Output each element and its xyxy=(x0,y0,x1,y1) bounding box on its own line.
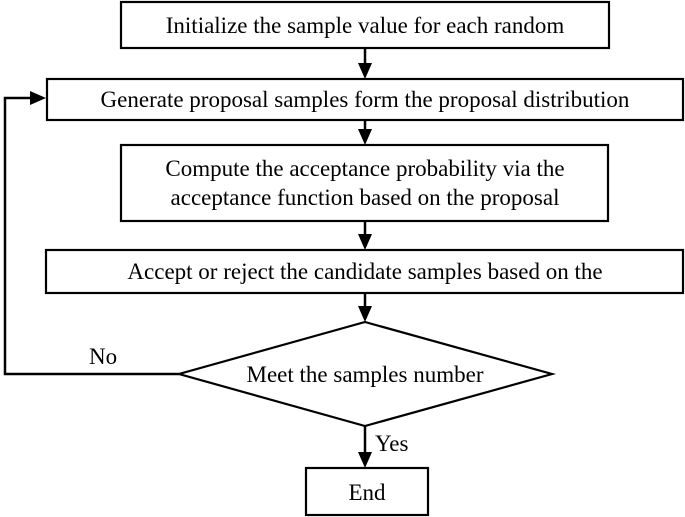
edge-label-yes: Yes xyxy=(375,431,409,456)
step-generate: Generate proposal samples form the propo… xyxy=(45,77,685,122)
step-initialize: Initialize the sample value for each ran… xyxy=(119,0,611,50)
step-compute-box xyxy=(119,143,610,223)
arrowhead-loop xyxy=(30,91,46,105)
end-label: End xyxy=(348,480,386,505)
arrowhead-decision xyxy=(358,306,372,322)
step-compute-label-line1: Compute the acceptance probability via t… xyxy=(165,156,564,181)
edge-label-no: No xyxy=(89,344,117,369)
decision-label: Meet the samples number xyxy=(247,362,484,387)
step-accept-reject: Accept or reject the candidate samples b… xyxy=(44,248,685,295)
step-compute: Compute the acceptance probability via t… xyxy=(119,143,610,223)
step-accept-reject-label: Accept or reject the candidate samples b… xyxy=(127,259,602,284)
step-initialize-label: Initialize the sample value for each ran… xyxy=(166,13,565,38)
end-node: End xyxy=(304,466,430,517)
step-accept-reject-box xyxy=(44,248,685,295)
arrowhead-end xyxy=(358,452,372,468)
step-generate-box xyxy=(45,77,685,122)
no-loop-path xyxy=(3,96,179,376)
arrowhead-accept xyxy=(358,234,372,250)
decision-samples: Meet the samples number xyxy=(174,320,557,428)
arrowhead-compute xyxy=(358,129,372,145)
step-compute-label-line2: acceptance function based on the proposa… xyxy=(171,185,560,210)
connectors xyxy=(3,48,372,468)
step-generate-label: Generate proposal samples form the propo… xyxy=(101,87,630,112)
end-box xyxy=(304,466,430,517)
decision-diamond xyxy=(174,320,557,428)
step-initialize-box xyxy=(119,0,611,50)
arrowhead-generate xyxy=(358,63,372,79)
